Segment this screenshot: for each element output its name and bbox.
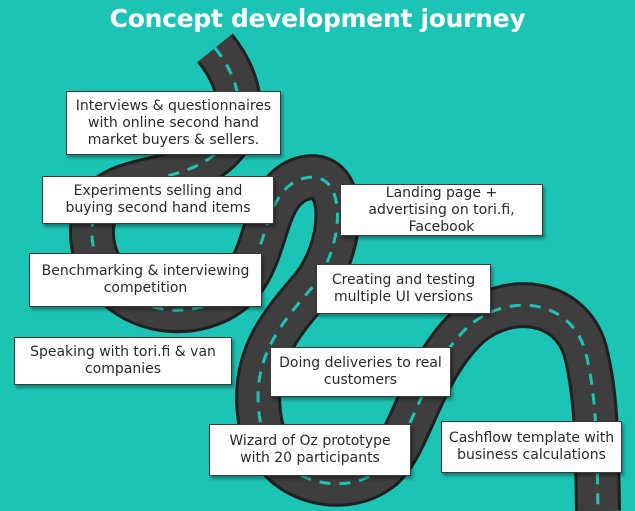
step-box-ui-versions: Creating and testing multiple UI version… — [316, 264, 491, 314]
diagram-title: Concept development journey — [109, 4, 526, 33]
step-text: Cashflow template with business calculat… — [448, 430, 615, 463]
step-text: Creating and testing multiple UI version… — [331, 272, 476, 305]
step-box-experiments: Experiments selling and buying second ha… — [42, 176, 274, 224]
step-box-landing-page: Landing page + advertising on tori.fi, F… — [340, 184, 543, 236]
step-text: Doing deliveries to real customers — [279, 355, 442, 388]
step-text: Benchmarking & interviewing competition — [41, 263, 250, 296]
step-text: Interviews & questionnaires with online … — [75, 97, 272, 148]
step-box-wizard-of-oz: Wizard of Oz prototype with 20 participa… — [209, 424, 411, 476]
step-text: Wizard of Oz prototype with 20 participa… — [229, 433, 391, 466]
step-box-benchmarking: Benchmarking & interviewing competition — [29, 253, 262, 307]
step-text: Experiments selling and buying second ha… — [65, 183, 251, 216]
step-box-speaking: Speaking with tori.fi & van companies — [14, 337, 232, 385]
step-text: Landing page + advertising on tori.fi, F… — [368, 184, 515, 235]
step-text: Speaking with tori.fi & van companies — [30, 344, 216, 377]
step-box-cashflow: Cashflow template with business calculat… — [441, 421, 622, 473]
step-box-interviews: Interviews & questionnaires with online … — [66, 91, 281, 155]
step-box-deliveries: Doing deliveries to real customers — [270, 347, 451, 397]
